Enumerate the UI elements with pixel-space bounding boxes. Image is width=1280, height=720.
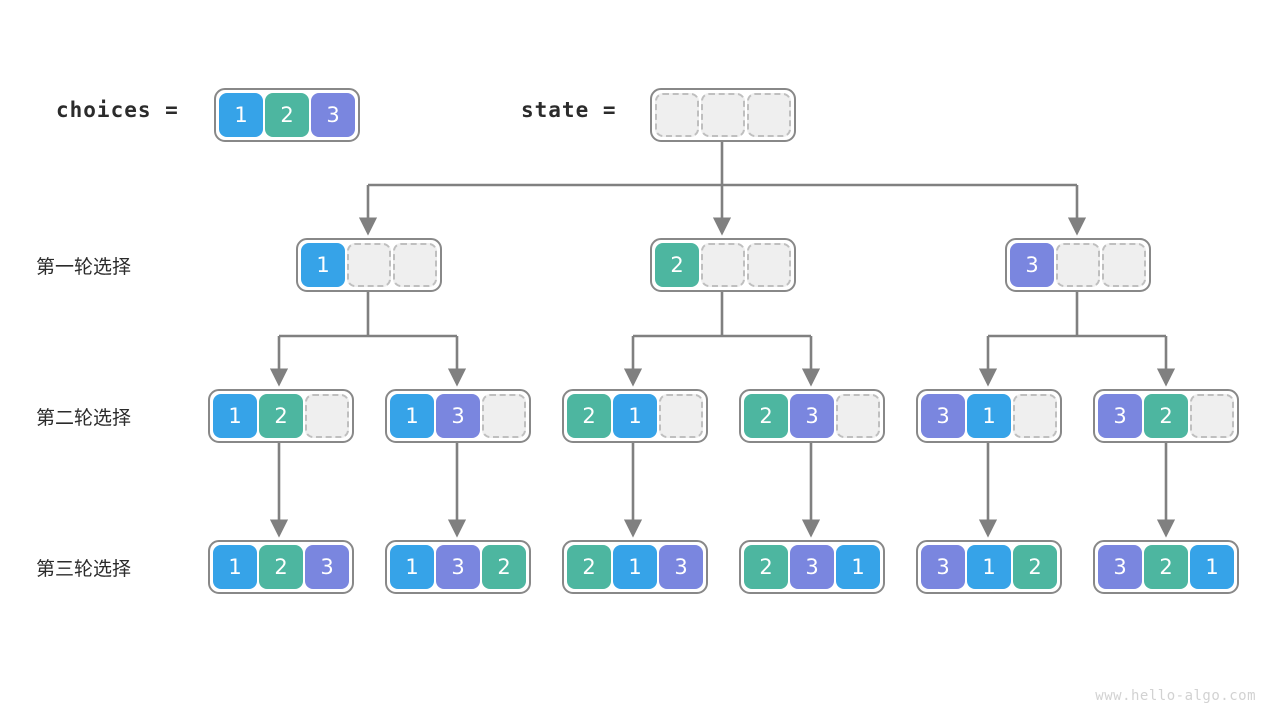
l2-n2-cell-0: 1 [390,394,434,438]
l1-n3-cell-0: 3 [1010,243,1054,287]
l1-n2-cell-0: 2 [655,243,699,287]
l3-n3-cell-2: 3 [659,545,703,589]
l2-n4-cell-2 [836,394,880,438]
state-cell-1 [701,93,745,137]
l3-n6-cell-0: 3 [1098,545,1142,589]
l2-n2-cell-1: 3 [436,394,480,438]
state-label: state = [521,98,617,122]
l2-n6-cell-0: 3 [1098,394,1142,438]
l3-n1-cell-0: 1 [213,545,257,589]
l3-n2-cell-2: 2 [482,545,526,589]
choices-label: choices = [56,98,179,122]
l3-n4-cell-2: 1 [836,545,880,589]
choices-cell-0: 1 [219,93,263,137]
l2-n6-cell-2 [1190,394,1234,438]
l2-n4-cell-0: 2 [744,394,788,438]
tree-node-l1-n2: 2 [650,238,796,292]
l3-n4-cell-1: 3 [790,545,834,589]
row-label-round-3: 第三轮选择 [36,558,132,580]
l2-n5-cell-0: 3 [921,394,965,438]
l1-n2-cell-1 [701,243,745,287]
l2-n1-cell-1: 2 [259,394,303,438]
l3-n6-cell-2: 1 [1190,545,1234,589]
state-array [650,88,796,142]
l1-n2-cell-2 [747,243,791,287]
l3-n5-cell-2: 2 [1013,545,1057,589]
choices-cell-1: 2 [265,93,309,137]
l3-n1-cell-2: 3 [305,545,349,589]
l2-n4-cell-1: 3 [790,394,834,438]
l1-n1-cell-2 [393,243,437,287]
state-cell-2 [747,93,791,137]
choices-cell-2: 3 [311,93,355,137]
l3-n3-cell-1: 1 [613,545,657,589]
l2-n3-cell-1: 1 [613,394,657,438]
l3-n3-cell-0: 2 [567,545,611,589]
l3-n1-cell-1: 2 [259,545,303,589]
l2-n1-cell-0: 1 [213,394,257,438]
l3-n5-cell-0: 3 [921,545,965,589]
l2-n3-cell-0: 2 [567,394,611,438]
tree-node-l1-n3: 3 [1005,238,1151,292]
l3-n2-cell-0: 1 [390,545,434,589]
watermark: www.hello-algo.com [1095,688,1256,704]
l3-n2-cell-1: 3 [436,545,480,589]
l2-n1-cell-2 [305,394,349,438]
row-label-round-1: 第一轮选择 [36,256,132,278]
l2-n6-cell-1: 2 [1144,394,1188,438]
l1-n3-cell-1 [1056,243,1100,287]
row-label-round-2: 第二轮选择 [36,407,132,429]
l2-n5-cell-1: 1 [967,394,1011,438]
tree-node-l1-n1: 1 [296,238,442,292]
state-cell-0 [655,93,699,137]
l1-n3-cell-2 [1102,243,1146,287]
l3-n4-cell-0: 2 [744,545,788,589]
l1-n1-cell-0: 1 [301,243,345,287]
l2-n2-cell-2 [482,394,526,438]
l3-n5-cell-1: 1 [967,545,1011,589]
l2-n3-cell-2 [659,394,703,438]
l3-n6-cell-1: 2 [1144,545,1188,589]
l2-n5-cell-2 [1013,394,1057,438]
l1-n1-cell-1 [347,243,391,287]
